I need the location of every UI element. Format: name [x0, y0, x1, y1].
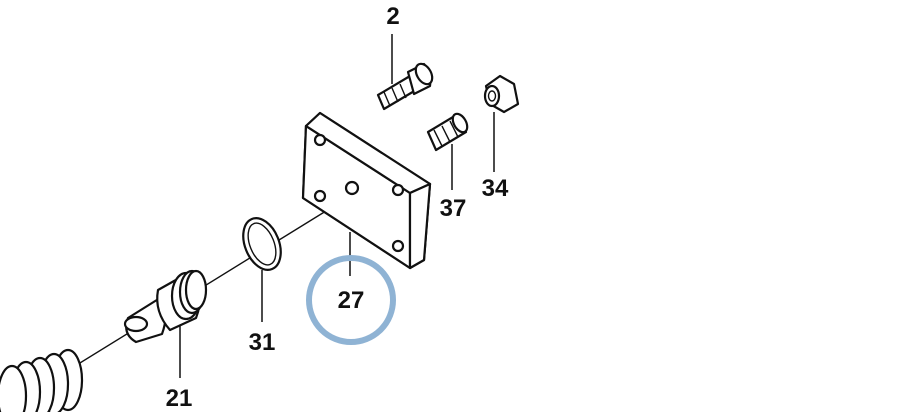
- o-ring-part-31: [242, 217, 282, 271]
- callout-27: 27: [338, 287, 365, 314]
- callout-34: 34: [482, 175, 509, 202]
- callout-21: 21: [166, 385, 193, 412]
- callout-37: 37: [440, 195, 467, 222]
- nut-part-34: [483, 74, 520, 114]
- callout-31: 31: [249, 329, 276, 356]
- spring-part: [0, 348, 84, 412]
- cover-plate-part-27: [301, 111, 432, 270]
- highlight-circle: [306, 255, 396, 345]
- callout-2: 2: [386, 3, 399, 30]
- piston-part-21: [123, 269, 208, 344]
- stud-part-37: [426, 112, 469, 152]
- bolt-part-2: [376, 62, 434, 111]
